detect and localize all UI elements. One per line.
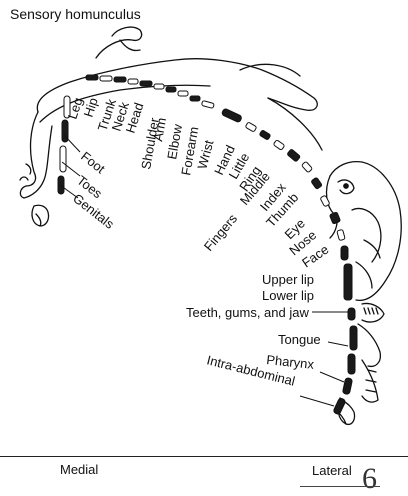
label-lower-lip: Lower lip bbox=[262, 288, 314, 303]
homunculus-figure: Leg Hip Trunk Neck Head Shoulder Arm Elb… bbox=[0, 0, 408, 456]
strip-segment bbox=[221, 108, 242, 123]
footer-underline bbox=[300, 486, 380, 487]
strip-segment bbox=[342, 378, 352, 395]
strip-segment bbox=[333, 397, 346, 414]
label-upper-lip: Upper lip bbox=[262, 272, 314, 287]
medial-label: Medial bbox=[60, 462, 98, 477]
strip-segment bbox=[166, 87, 176, 92]
strip-segment bbox=[128, 79, 138, 84]
strip-segment bbox=[86, 75, 98, 80]
strip-segment bbox=[348, 354, 355, 374]
body-part-labels: Leg Hip Trunk Neck Head Shoulder Arm Elb… bbox=[65, 96, 332, 389]
strip-segment bbox=[259, 130, 271, 140]
strip-segment bbox=[190, 96, 200, 101]
strip-segment bbox=[329, 212, 340, 224]
strip-segment bbox=[341, 246, 348, 260]
footer: Medial Lateral 6 bbox=[0, 456, 408, 494]
strip-segment bbox=[348, 308, 355, 320]
strip-segment bbox=[58, 176, 64, 194]
strip-segment bbox=[337, 229, 345, 240]
strip-segment bbox=[301, 161, 312, 172]
strip-segment bbox=[350, 326, 357, 350]
strip-segment bbox=[100, 76, 112, 81]
label-tongue: Tongue bbox=[278, 332, 321, 347]
strip-segment bbox=[344, 264, 352, 300]
strip-segment bbox=[287, 149, 301, 162]
page-number: 6 bbox=[362, 462, 377, 496]
strip-segment bbox=[114, 77, 126, 82]
strip-segment bbox=[140, 81, 152, 86]
label-fingers: Fingers bbox=[201, 211, 241, 254]
label-arm: Arm bbox=[150, 116, 169, 142]
strip-segment bbox=[320, 195, 330, 207]
strip-segment bbox=[273, 140, 285, 151]
strip-segment bbox=[154, 84, 164, 89]
strip-segment bbox=[245, 122, 257, 132]
strip-segment bbox=[201, 101, 214, 109]
footer-divider bbox=[0, 456, 408, 457]
strip-segment bbox=[178, 91, 188, 96]
strip-segment bbox=[60, 146, 66, 172]
label-teeth: Teeth, gums, and jaw bbox=[186, 305, 309, 320]
strip-segment bbox=[311, 177, 322, 189]
lateral-label: Lateral bbox=[312, 463, 352, 478]
